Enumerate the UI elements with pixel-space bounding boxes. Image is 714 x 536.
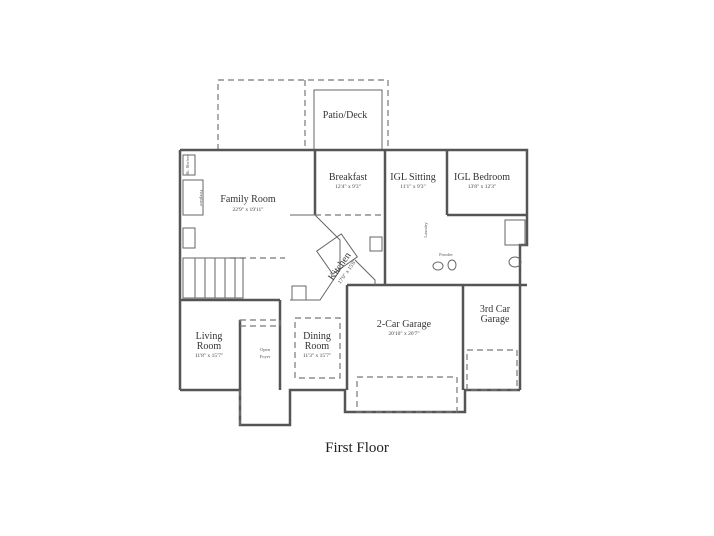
dining-room-label: Dining bbox=[303, 331, 331, 342]
exterior-walls bbox=[178, 148, 529, 427]
powder-label: Powder bbox=[439, 252, 453, 257]
igl-sitting-label: IGL Sitting bbox=[390, 172, 435, 183]
family-room-label: Family Room bbox=[220, 194, 276, 205]
breakfast-size: 12'4" x 9'3" bbox=[335, 184, 361, 190]
dining-room-label-2: Room bbox=[305, 341, 330, 352]
third-car-garage-label-2: Garage bbox=[481, 314, 510, 325]
igl-bedroom-size: 13'8" x 12'3" bbox=[468, 184, 496, 190]
breakfast-label: Breakfast bbox=[329, 172, 368, 183]
dining-room-size: 11'3" x 15'7" bbox=[303, 353, 331, 359]
dashed-openings bbox=[230, 214, 518, 425]
two-car-garage-label: 2-Car Garage bbox=[377, 319, 432, 330]
living-room-label: Living bbox=[196, 331, 223, 342]
living-room-size: 11'8" x 15'7" bbox=[195, 353, 223, 359]
fireplace-label: Fireplace bbox=[199, 190, 204, 207]
third-car-garage-label: 3rd Car bbox=[480, 304, 511, 315]
stairs bbox=[182, 257, 244, 299]
fixtures bbox=[182, 154, 526, 301]
family-room-size: 22'9" x 19'11" bbox=[232, 207, 263, 213]
bookshelves-label: Bk. Shelves bbox=[185, 154, 190, 176]
two-car-garage-size: 20'10" x 20'7" bbox=[388, 331, 419, 337]
igl-sitting-size: 11'1" x 9'3" bbox=[400, 184, 426, 190]
laundry-label: Laundry bbox=[423, 222, 428, 238]
foyer-label-2: Foyer bbox=[260, 354, 271, 359]
foyer-label: Open bbox=[260, 347, 270, 352]
living-room-label-2: Room bbox=[197, 341, 222, 352]
floor-caption: First Floor bbox=[325, 440, 389, 456]
igl-bedroom-label: IGL Bedroom bbox=[454, 172, 510, 183]
patio-label: Patio/Deck bbox=[323, 110, 367, 121]
